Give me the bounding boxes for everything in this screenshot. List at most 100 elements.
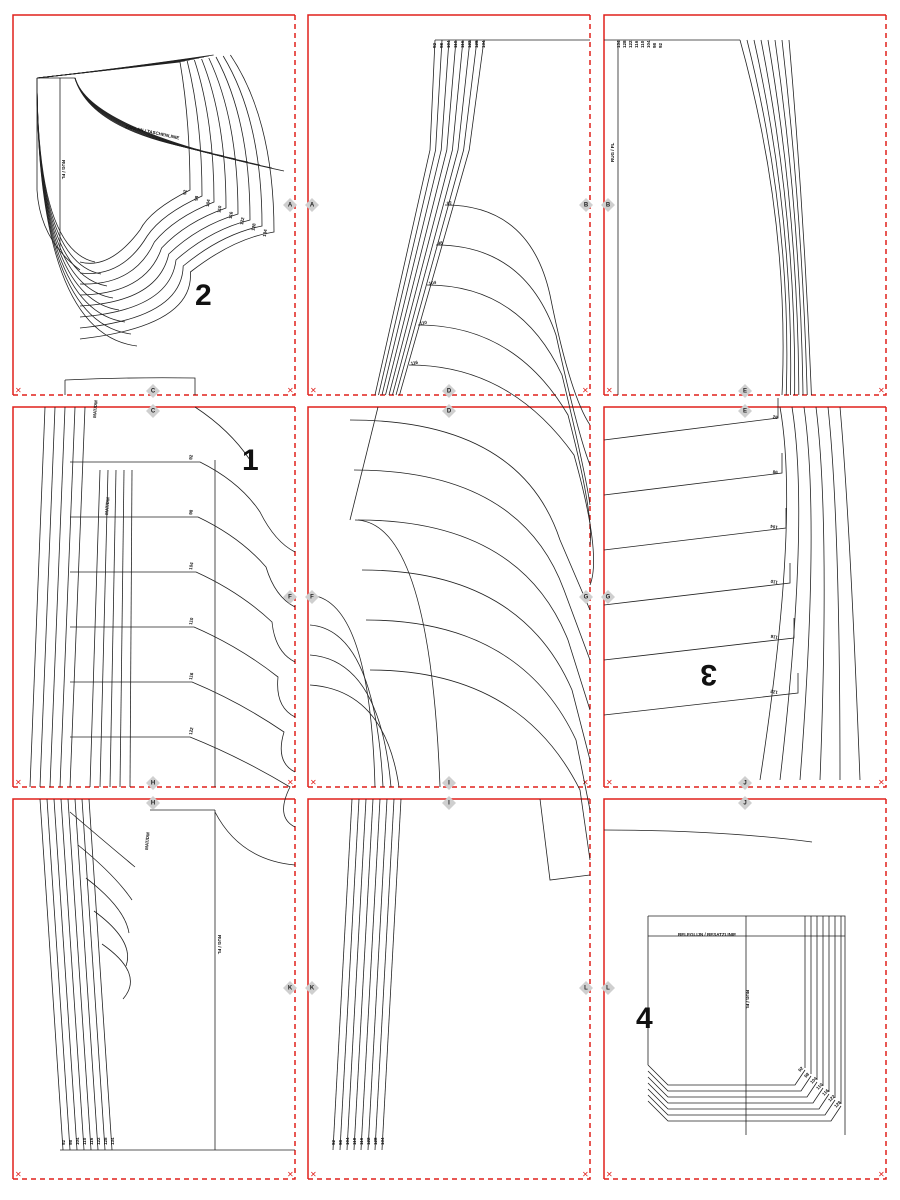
tile-marker-letter: K <box>310 986 315 992</box>
pattern-line <box>194 406 251 461</box>
tile-marker-letter: F <box>310 595 314 601</box>
pattern-line <box>339 798 360 1151</box>
pattern-line <box>36 77 102 275</box>
pattern-line <box>59 406 76 788</box>
pattern-line <box>74 77 285 172</box>
pattern-line <box>353 798 374 1151</box>
cut-mark: ✕ <box>310 386 317 395</box>
tile-marker <box>738 404 752 418</box>
tile-cut-border <box>13 799 296 1180</box>
pattern-line <box>603 508 787 551</box>
pattern-line <box>70 516 296 608</box>
pattern-line <box>79 57 239 307</box>
size-label: 92 <box>658 42 663 48</box>
size-label: 134 <box>262 228 268 237</box>
tile-marker-letter: L <box>584 986 588 992</box>
tile-cut-border <box>13 15 296 396</box>
pattern-line <box>109 469 117 788</box>
pattern-line <box>603 563 791 606</box>
pattern-line <box>357 519 591 711</box>
size-label: 110 <box>453 40 458 48</box>
pattern-line <box>647 1076 818 1098</box>
tile-marker-letter: B <box>606 203 611 209</box>
size-label: 134 <box>110 1137 115 1145</box>
size-label: 98 <box>439 42 444 48</box>
tile-marker-letter: C <box>151 409 156 415</box>
pattern-line <box>69 406 86 788</box>
pattern-line <box>89 469 101 788</box>
size-label: 122 <box>188 726 194 735</box>
pattern-line <box>64 377 196 395</box>
size-label: 128 <box>474 40 479 48</box>
pattern-line <box>36 77 132 335</box>
size-label: 122 <box>827 1094 836 1103</box>
pattern-line <box>781 39 808 396</box>
size-label: 104 <box>75 1137 80 1145</box>
size-label: 110 <box>640 40 645 48</box>
size-label: 92 <box>432 42 437 48</box>
pattern-line <box>309 594 376 788</box>
size-label: 110 <box>770 579 779 585</box>
size-label: 122 <box>96 1137 101 1145</box>
pattern-line <box>79 55 263 329</box>
tile-marker <box>738 384 752 398</box>
tile-marker <box>579 198 593 212</box>
tile-marker <box>601 590 615 604</box>
cut-mark: ✕ <box>15 1170 22 1179</box>
size-label: 116 <box>821 1088 830 1097</box>
size-label: 92 <box>188 454 194 460</box>
cut-mark: ✕ <box>287 778 294 787</box>
pattern-line <box>539 798 591 881</box>
pattern-line <box>70 626 296 718</box>
size-label: 116 <box>634 40 639 48</box>
size-label: 128 <box>103 1137 108 1145</box>
pattern-line <box>603 398 779 441</box>
tile-marker <box>442 776 456 790</box>
tile-border <box>12 798 295 1179</box>
pattern-line <box>739 39 784 396</box>
tile-marker <box>146 796 160 810</box>
size-label: 116 <box>770 634 779 640</box>
size-label: 104 <box>428 280 437 286</box>
size-label: 98 <box>652 42 657 48</box>
pattern-line <box>70 736 296 828</box>
pattern-line <box>378 39 443 396</box>
pattern-line <box>815 406 825 781</box>
cut-mark: ✕ <box>582 1170 589 1179</box>
tile-marker <box>442 404 456 418</box>
pattern-line <box>647 1082 824 1104</box>
tile-marker <box>738 796 752 810</box>
pattern-line <box>74 77 249 163</box>
cut-mark: ✕ <box>878 778 885 787</box>
tile-marker <box>283 981 297 995</box>
tile-marker-letter: F <box>288 595 292 601</box>
size-label: 104 <box>769 524 778 530</box>
pattern-line <box>129 469 133 788</box>
pattern-line <box>74 77 273 169</box>
pattern-line <box>759 406 788 781</box>
pattern-line <box>81 798 106 1151</box>
tile-marker-letter: J <box>743 801 746 807</box>
pattern-line <box>346 798 367 1151</box>
cut-mark: ✕ <box>287 386 294 395</box>
pattern-line <box>309 624 384 788</box>
tile-marker <box>283 198 297 212</box>
pattern-line <box>647 1070 812 1092</box>
cut-mark: ✕ <box>582 386 589 395</box>
pattern-line <box>381 39 450 396</box>
size-label: 134 <box>481 40 486 48</box>
pattern-line <box>767 39 800 396</box>
size-label: 104 <box>205 198 211 207</box>
pattern-line <box>408 364 594 586</box>
pattern-line <box>309 654 392 788</box>
size-label: 110 <box>188 617 194 626</box>
pattern-line <box>399 39 485 396</box>
tile-marker <box>305 981 319 995</box>
tile-marker-letter: H <box>151 781 155 787</box>
pattern-line <box>360 798 381 1151</box>
pattern-line <box>79 61 191 264</box>
pattern-line <box>74 77 225 157</box>
pattern-line <box>74 798 99 1151</box>
grain-line-label-k: RUG / FL <box>217 935 222 954</box>
